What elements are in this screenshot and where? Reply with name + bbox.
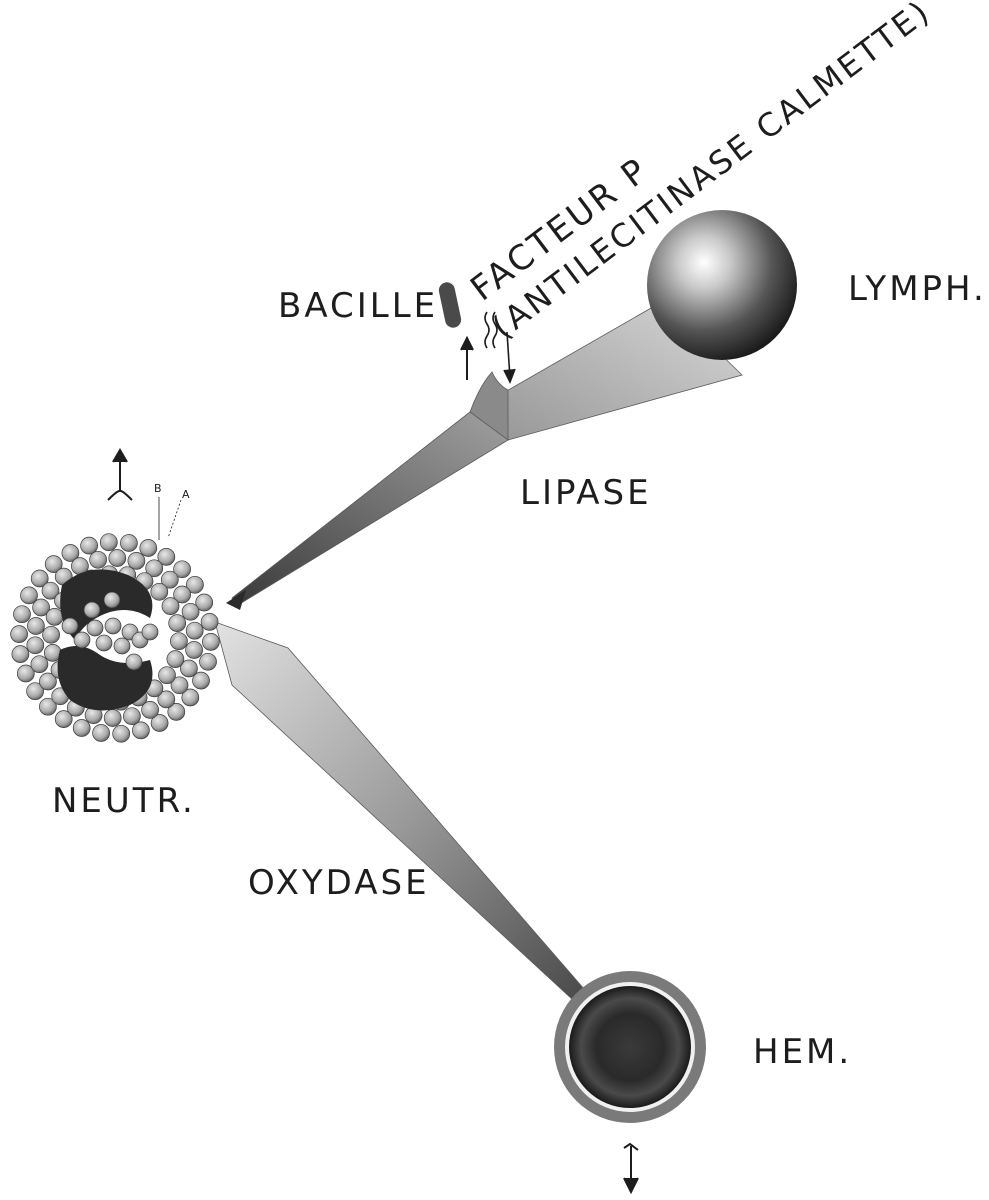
bacille-rod: [437, 281, 462, 329]
granule: [170, 633, 187, 650]
granule: [113, 725, 130, 742]
granule: [126, 654, 142, 670]
granule: [186, 622, 203, 639]
lymphocyte-cell: [647, 210, 797, 360]
granule: [43, 626, 60, 643]
granule: [114, 638, 130, 654]
hem-label: HEM.: [753, 1032, 852, 1072]
granule: [62, 618, 78, 634]
granule: [159, 667, 176, 684]
granule: [87, 620, 103, 636]
arrow-down-icon: [624, 1144, 638, 1192]
granule: [11, 626, 28, 643]
granule: [167, 651, 184, 668]
granule: [109, 550, 126, 567]
granule: [74, 632, 90, 648]
granule: [182, 603, 199, 620]
granule: [169, 615, 186, 632]
granule: [100, 534, 117, 551]
lipase-cone: [232, 300, 742, 605]
granule: [14, 606, 31, 623]
granule: [104, 710, 121, 727]
lipase-label: LIPASE: [520, 473, 652, 513]
granule: [140, 540, 157, 557]
granule: [128, 552, 145, 569]
granule: [27, 618, 44, 635]
bacille-label: BACILLE: [278, 286, 438, 326]
marker-a: A: [182, 488, 190, 501]
lymph-label: LYMPH.: [848, 269, 987, 309]
granule: [201, 613, 218, 630]
granule: [90, 551, 107, 568]
neutr-label: NEUTR.: [52, 781, 196, 821]
oxydase-label: OXYDASE: [248, 863, 430, 903]
granule: [73, 720, 90, 737]
granule: [96, 635, 112, 651]
granule: [123, 708, 140, 725]
marker-b: B: [154, 482, 162, 495]
granule: [200, 653, 217, 670]
granule: [46, 608, 63, 625]
oxydase-cone: [215, 622, 598, 1012]
granule: [120, 535, 137, 552]
granule: [93, 725, 110, 742]
granule: [31, 656, 48, 673]
hematie-cell-inner: [569, 986, 691, 1108]
granule: [151, 583, 168, 600]
granule: [186, 642, 203, 659]
marker-a-line: [168, 500, 181, 538]
neutrophil-cell: [11, 534, 220, 743]
granule: [104, 592, 120, 608]
bacille-arrow-icon: [461, 338, 473, 380]
arrow-up-fork-icon: [108, 450, 132, 500]
lipase-arrowhead: [226, 590, 246, 610]
granule: [12, 646, 29, 663]
granule: [162, 598, 179, 615]
granule: [105, 618, 121, 634]
granule: [27, 637, 44, 654]
granule: [142, 624, 158, 640]
granule: [202, 633, 219, 650]
granule: [84, 602, 100, 618]
